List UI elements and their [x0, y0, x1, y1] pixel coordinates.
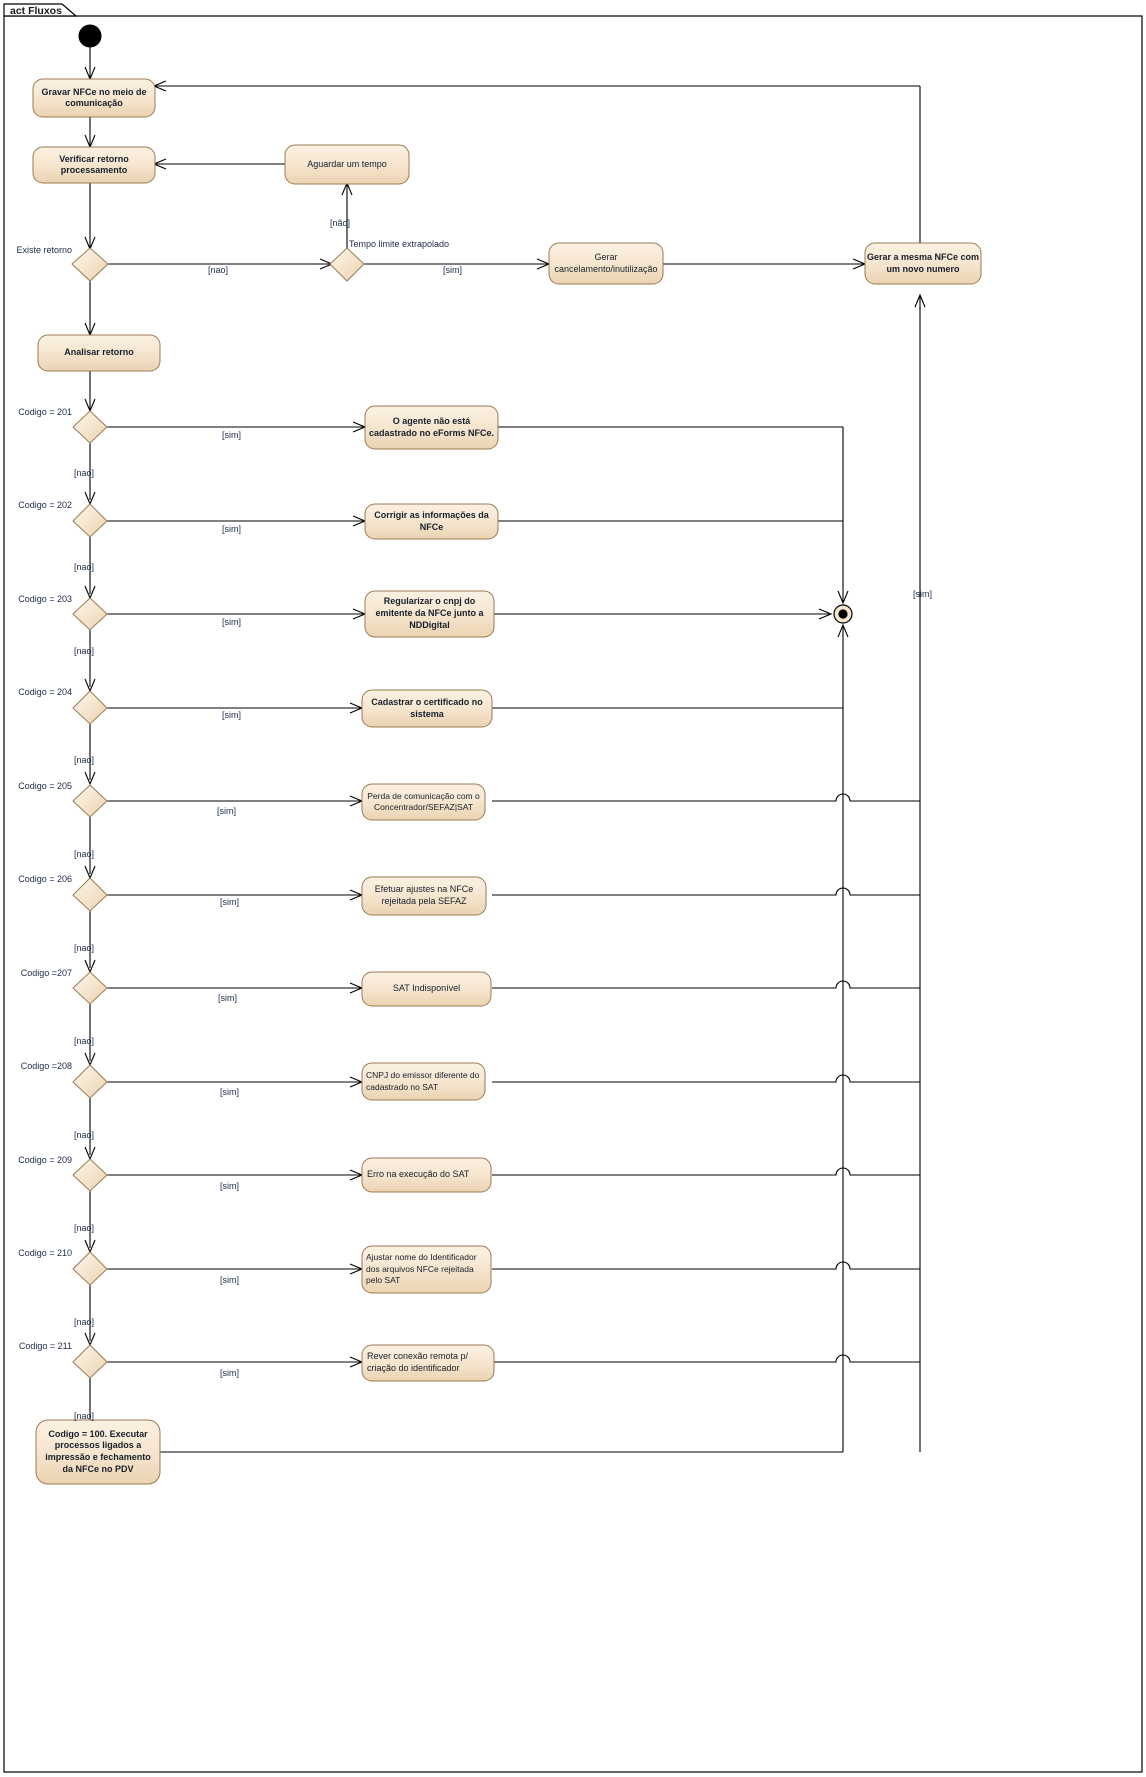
decision-codigo-201[interactable]	[72, 410, 108, 444]
action-box-205[interactable]	[361, 783, 486, 821]
edge-label-211-sim: [sim]	[220, 1368, 239, 1378]
action-box-204-label: Cadastrar o certificado no sistema	[371, 696, 483, 719]
action-box-207-label: SAT Indisponível	[392, 983, 461, 994]
action-box-208-label: CNPJ do emissor diferente do cadastrado …	[366, 1070, 480, 1092]
decision-tempo-limite-label: Tempo limite extrapolado	[349, 239, 450, 249]
edge-label-203-nao: [nao]	[74, 646, 95, 656]
edge-label-loop-sim: [sim]	[913, 589, 932, 599]
action-gerar-mesma-nfce[interactable]	[864, 242, 982, 285]
action-box-209-label: Erro na execução do SAT	[367, 1169, 470, 1180]
edge-label-206-sim: [sim]	[220, 897, 239, 907]
action-box-202-label: Corrigir as informações da NFCe	[374, 509, 489, 532]
edge-label-208-nao: [nao]	[74, 1130, 95, 1140]
flow-edges	[84, 47, 926, 1453]
edge-label-205-sim: [sim]	[217, 806, 236, 816]
decision-tempo-limite[interactable]	[329, 247, 365, 282]
edge-label-208-sim: [sim]	[220, 1087, 239, 1097]
edge-label-209-nao: [nao]	[74, 1223, 95, 1233]
decision-codigo-204[interactable]	[72, 690, 108, 725]
decision-codigo-203-label: Codigo = 203	[18, 594, 72, 604]
action-box-204[interactable]	[361, 689, 493, 728]
edge-label-202-nao: [nao]	[74, 562, 95, 572]
decision-existe-retorno-label: Existe retorno	[16, 245, 72, 255]
edge-label-207-sim: [sim]	[218, 993, 237, 1003]
decision-codigo-201-label: Codigo = 201	[18, 407, 72, 417]
decision-codigo-210[interactable]	[72, 1251, 108, 1286]
edge-label-207-nao: [nao]	[74, 1036, 95, 1046]
action-box-206[interactable]	[361, 876, 487, 916]
decision-codigo-202-label: Codigo = 202	[18, 500, 72, 510]
action-box-202[interactable]	[364, 503, 499, 540]
action-box-203-label: Regularizar o cnpj do emitente da NFCe j…	[375, 596, 484, 630]
edge-label-204-nao: [nao]	[74, 755, 95, 765]
action-box-100[interactable]	[35, 1419, 161, 1485]
action-box-201-label: O agente não está cadastrado no eForms N…	[368, 415, 495, 438]
edge-label-201-nao: [nao]	[74, 468, 95, 478]
diagram-border	[3, 15, 1143, 1773]
action-verificar-retorno-label: Verificar retorno processamento	[59, 153, 129, 175]
decision-codigo-203[interactable]	[72, 597, 108, 631]
edge-label-211-nao: [nao]	[74, 1411, 95, 1421]
edge-label-210-sim: [sim]	[220, 1275, 239, 1285]
decision-codigo-205[interactable]	[72, 784, 108, 818]
edge-label-existe-nao: [nao]	[208, 265, 229, 275]
action-analisar-retorno-label: Analisar retorno	[64, 347, 134, 358]
edge-label-tempo-sim: [sim]	[443, 265, 462, 275]
edge-label-203-sim: [sim]	[222, 617, 241, 627]
decision-codigo-211-label: Codigo = 211	[18, 1341, 72, 1351]
edge-label-210-nao: [nao]	[74, 1317, 95, 1327]
action-box-211-label: Rever conexão remota p/ criação do ident…	[367, 1351, 469, 1373]
action-analisar-retorno[interactable]	[37, 334, 161, 372]
edge-label-204-sim: [sim]	[222, 710, 241, 720]
action-box-210[interactable]	[361, 1245, 492, 1294]
initial-node	[78, 24, 102, 48]
decision-codigo-208[interactable]	[72, 1064, 108, 1099]
decision-codigo-211[interactable]	[72, 1344, 108, 1379]
decision-codigo-208-label: Codigo =208	[20, 1061, 72, 1071]
decision-codigo-207[interactable]	[72, 971, 108, 1005]
decision-codigo-207-label: Codigo =207	[20, 968, 72, 978]
action-box-100-label: Codigo = 100. Executar processos ligados…	[45, 1428, 151, 1474]
decision-codigo-206-label: Codigo = 206	[18, 874, 72, 884]
decision-codigo-202[interactable]	[72, 503, 108, 538]
action-gravar-nfce-label: Gravar NFCe no meio de comunicação	[41, 86, 147, 108]
action-box-205-label: Perda de comunicação com o Concentrador/…	[367, 790, 480, 812]
decision-codigo-209-label: Codigo = 209	[18, 1155, 72, 1165]
diagram-tab-label: act Fluxos	[10, 5, 62, 17]
action-box-203[interactable]	[364, 590, 495, 638]
action-gerar-cancelamento[interactable]	[548, 242, 664, 285]
action-box-209[interactable]	[361, 1157, 492, 1193]
edge-label-205-nao: [nao]	[74, 849, 95, 859]
action-aguardar-tempo[interactable]	[284, 144, 410, 185]
decision-codigo-205-label: Codigo = 205	[18, 781, 72, 791]
decision-codigo-206[interactable]	[72, 877, 108, 912]
action-box-211[interactable]	[361, 1344, 495, 1382]
action-box-206-label: Efetuar ajustes na NFCe rejeitada pela S…	[374, 884, 474, 906]
edge-label-201-sim: [sim]	[222, 430, 241, 440]
decision-codigo-209[interactable]	[72, 1158, 108, 1192]
action-aguardar-tempo-label: Aguardar um tempo	[307, 158, 387, 169]
action-gravar-nfce[interactable]	[32, 78, 156, 118]
action-gerar-cancelamento-label: Gerar cancelamento/inutilização	[554, 251, 658, 274]
decision-existe-retorno[interactable]	[71, 247, 109, 282]
edge-label-206-nao: [nao]	[74, 943, 95, 953]
edge-label-202-sim: [sim]	[222, 524, 241, 534]
edge-label-209-sim: [sim]	[220, 1181, 239, 1191]
decision-codigo-210-label: Codigo = 210	[18, 1248, 72, 1258]
decision-codigo-204-label: Codigo = 204	[18, 687, 72, 697]
action-box-207[interactable]	[361, 971, 492, 1007]
action-box-210-label: Ajustar nome do Identificador dos arquiv…	[366, 1252, 477, 1286]
activity-final-node	[833, 604, 853, 624]
action-box-201[interactable]	[364, 405, 499, 450]
action-gerar-mesma-nfce-label: Gerar a mesma NFCe com um novo numero	[866, 251, 980, 274]
edge-label-tempo-nao: [não]	[330, 218, 351, 228]
diagram-tab	[3, 3, 78, 17]
action-box-208[interactable]	[361, 1062, 486, 1101]
action-verificar-retorno[interactable]	[32, 146, 156, 184]
